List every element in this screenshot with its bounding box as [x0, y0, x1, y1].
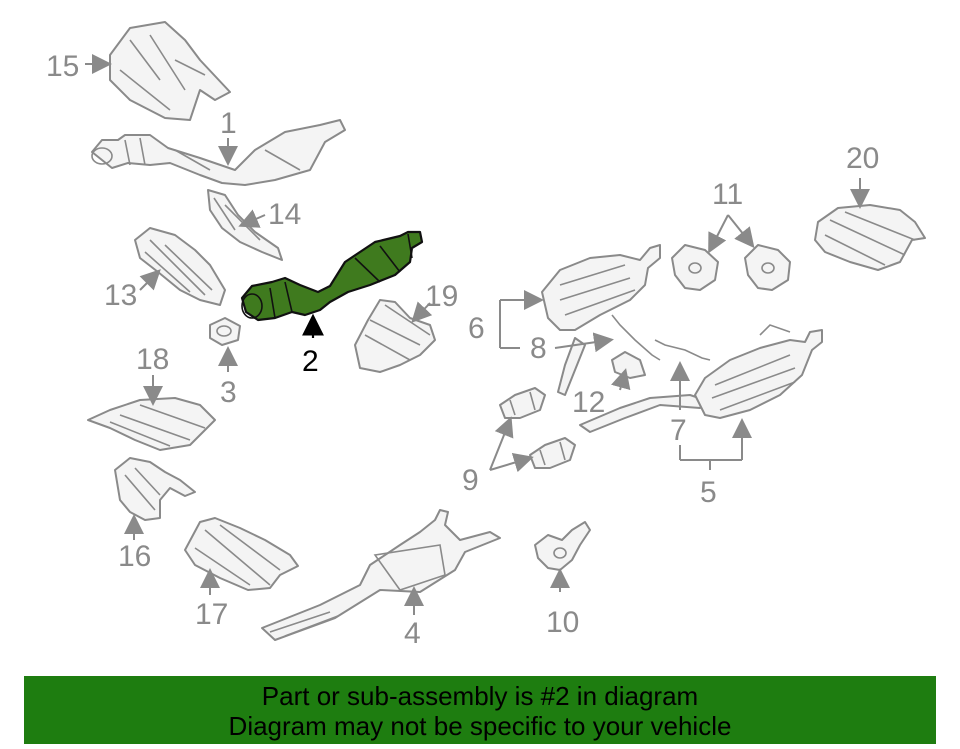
callout-17: 17 — [195, 598, 228, 631]
callout-3: 3 — [220, 376, 237, 409]
part-18-heat-shield[interactable] — [87, 375, 216, 451]
callout-8: 8 — [530, 332, 547, 365]
callout-6: 6 — [468, 312, 485, 345]
callout-10: 10 — [546, 606, 579, 639]
part-1-converter-pipe[interactable] — [91, 119, 346, 186]
callout-5: 5 — [700, 476, 717, 509]
part-9-clamps[interactable] — [489, 387, 576, 473]
callout-13: 13 — [104, 279, 137, 312]
banner-line-part: Part or sub-assembly is #2 in diagram — [261, 681, 699, 711]
part-20-heat-shield[interactable] — [814, 178, 926, 271]
callout-18: 18 — [136, 343, 169, 376]
part-17-heat-shield[interactable] — [184, 517, 299, 595]
callout-4: 4 — [404, 617, 421, 650]
part-6-muffler[interactable] — [499, 244, 661, 396]
callout-7: 7 — [670, 414, 687, 447]
callout-12: 12 — [572, 386, 605, 419]
callout-20: 20 — [846, 142, 879, 175]
part-14-heat-shield[interactable] — [207, 189, 283, 261]
callout-1: 1 — [220, 107, 237, 140]
part-12-bracket[interactable] — [611, 351, 646, 391]
callout-19: 19 — [425, 280, 458, 313]
part-5-muffler[interactable] — [679, 324, 823, 470]
part-15-heat-shield[interactable] — [85, 21, 231, 121]
notice-banner: Part or sub-assembly is #2 in diagram Di… — [24, 676, 936, 744]
part-2-converter-assembly[interactable] — [240, 230, 424, 338]
callout-14: 14 — [268, 198, 301, 231]
part-19-heat-shield[interactable] — [354, 299, 436, 373]
banner-line-disclaimer: Diagram may not be specific to your vehi… — [228, 711, 732, 741]
callout-2: 2 — [302, 345, 319, 378]
callout-15: 15 — [46, 50, 79, 83]
part-13-heat-shield[interactable] — [134, 227, 226, 306]
callout-11: 11 — [712, 178, 743, 211]
callout-9: 9 — [462, 464, 479, 497]
part-11-hangers[interactable] — [671, 214, 791, 291]
callout-16: 16 — [118, 540, 151, 573]
part-3-gasket[interactable] — [209, 317, 241, 372]
part-8-hanger-rod[interactable] — [554, 314, 661, 361]
part-10-hanger[interactable] — [534, 521, 591, 592]
part-16-bracket[interactable] — [114, 457, 196, 540]
part-4-y-pipe[interactable] — [261, 509, 501, 641]
